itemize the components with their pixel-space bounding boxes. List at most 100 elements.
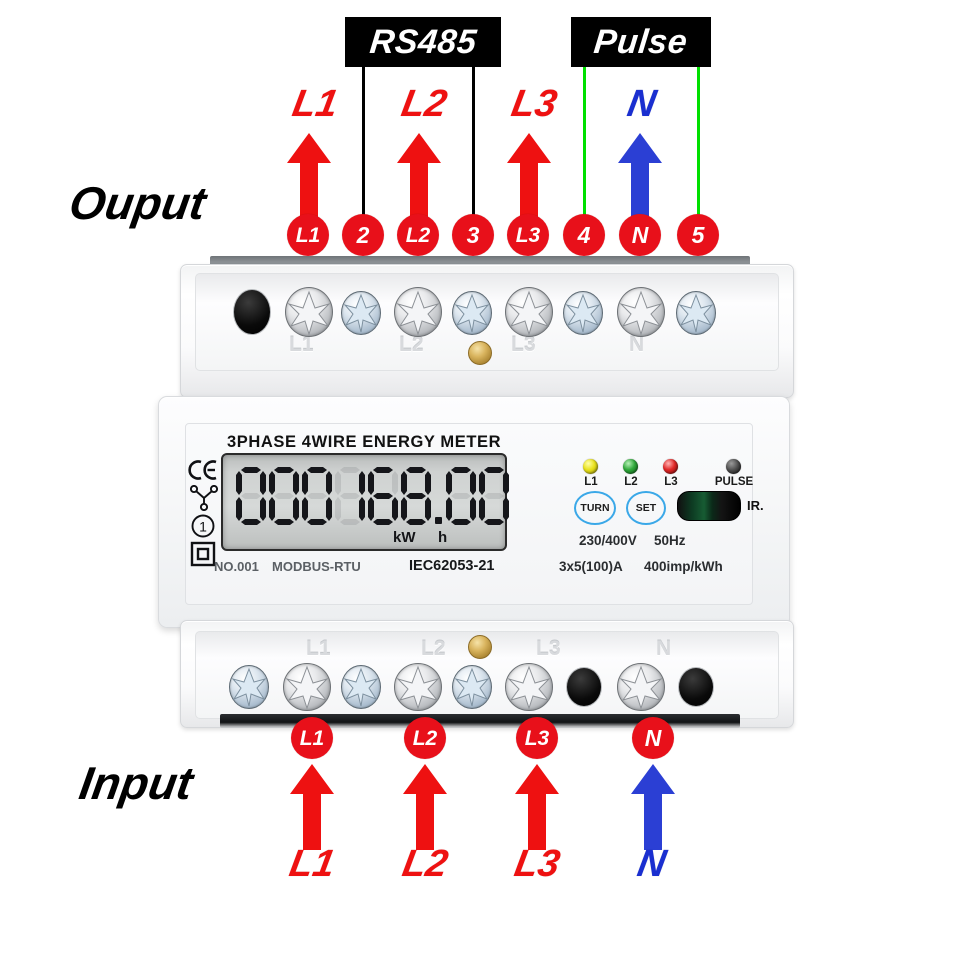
rating-pulse: 400imp/kWh <box>644 559 723 574</box>
input-arrow-l2 <box>403 764 447 850</box>
output-arrow-l2 <box>397 133 441 221</box>
screw-cross-icon <box>454 667 490 707</box>
output-badge-5-label: 5 <box>691 221 705 248</box>
output-badge-l2-label: L2 <box>405 223 431 247</box>
lcd-digit-3 <box>335 467 365 525</box>
input-arrow-l1 <box>290 764 334 850</box>
output-phase-label-l2: L2 <box>398 83 451 125</box>
input-badge-l3-label: L3 <box>524 726 550 750</box>
set-button-label: SET <box>635 502 657 514</box>
input-caption: Input <box>75 757 197 809</box>
led-l2 <box>623 459 638 474</box>
top-terminal-screw-3 <box>452 291 492 335</box>
bottom-terminal-screw-c <box>452 665 492 709</box>
screw-cross-icon <box>454 293 490 333</box>
output-badge-n: N <box>619 214 661 256</box>
input-phase-label-l1: L1 <box>286 843 339 885</box>
output-badge-5: 5 <box>677 214 719 256</box>
output-phase-label-l1: L1 <box>289 83 342 125</box>
output-caption: Ouput <box>65 177 210 229</box>
din-rail-strip-bottom <box>220 714 740 728</box>
led-l2-label: L2 <box>624 476 638 488</box>
class-ii-insulation-icon <box>190 541 216 567</box>
lcd-digit-2 <box>302 467 332 525</box>
top-terminal-screw-l1 <box>285 287 333 337</box>
bottom-terminal-screw-l3 <box>505 663 553 711</box>
guide-line-pulse-left <box>583 67 586 220</box>
output-badge-l1: L1 <box>287 214 329 256</box>
meter-standard: IEC62053-21 <box>409 558 495 574</box>
top-sealing-screw <box>468 341 492 365</box>
output-badge-l3: L3 <box>507 214 549 256</box>
lcd-digit-0 <box>236 467 266 525</box>
rating-frequency: 50Hz <box>654 533 686 548</box>
top-terminal-mark-l1: L1 <box>289 333 314 356</box>
bottom-terminal-mark-l3: L3 <box>536 637 561 660</box>
screw-cross-icon <box>619 665 663 710</box>
meter-main-body: 3PHASE 4WIRE ENERGY METER 1 <box>158 396 790 628</box>
set-button[interactable]: SET <box>626 491 666 525</box>
lcd-display: 000168.00 kW h <box>221 453 509 551</box>
rating-voltage: 230/400V <box>579 533 637 548</box>
top-terminal-mark-l3: L3 <box>511 333 536 356</box>
rating-current: 3x5(100)A <box>559 559 623 574</box>
ir-window <box>677 491 741 521</box>
top-terminal-screw-4 <box>563 291 603 335</box>
input-badge-l1: L1 <box>291 717 333 759</box>
meter-title: 3PHASE 4WIRE ENERGY METER <box>227 433 502 451</box>
output-badge-l2: L2 <box>397 214 439 256</box>
bottom-terminal-screw-n <box>617 663 665 711</box>
output-badge-4-label: 4 <box>577 221 591 248</box>
lcd-digit-4 <box>368 467 398 525</box>
output-badge-3: 3 <box>452 214 494 256</box>
led-l3-label: L3 <box>664 476 678 488</box>
svg-text:1: 1 <box>199 519 207 535</box>
turn-button[interactable]: TURN <box>574 491 616 525</box>
top-terminal-screw-n <box>617 287 665 337</box>
bottom-sealing-screw <box>468 635 492 659</box>
top-terminal-screw-l2 <box>394 287 442 337</box>
lcd-unit-kw: kW <box>393 529 416 546</box>
output-badge-l1-label: L1 <box>295 223 321 247</box>
lcd-digit-5 <box>401 467 431 525</box>
screw-cross-icon <box>507 665 551 710</box>
top-terminal-block: L1 L2 L3 N <box>180 264 794 398</box>
guide-line-rs485-right <box>472 67 475 220</box>
input-badge-n-label: N <box>644 724 662 751</box>
screw-cross-icon <box>396 665 440 710</box>
output-badge-4: 4 <box>563 214 605 256</box>
plate-pulse: Pulse <box>571 17 711 67</box>
input-badge-l2: L2 <box>404 717 446 759</box>
bottom-terminal-screw-b <box>341 665 381 709</box>
top-terminal-hole-0 <box>233 289 271 335</box>
guide-line-pulse-right <box>697 67 700 220</box>
screw-cross-icon <box>287 290 331 336</box>
led-l1-label: L1 <box>584 476 598 488</box>
screw-cross-icon <box>231 667 267 707</box>
bottom-terminal-hole-e <box>678 667 714 707</box>
lcd-digit-7 <box>479 467 509 525</box>
bottom-terminal-screw-a <box>229 665 269 709</box>
lcd-digit-1 <box>269 467 299 525</box>
output-arrow-n <box>618 133 662 221</box>
top-terminal-mark-l2: L2 <box>399 333 424 356</box>
guide-line-rs485-left <box>362 67 365 220</box>
output-badge-2: 2 <box>342 214 384 256</box>
meter-serial: NO.001 <box>214 559 259 574</box>
output-badge-n-label: N <box>631 221 649 248</box>
screw-cross-icon <box>565 293 601 333</box>
output-phase-label-l3: L3 <box>508 83 561 125</box>
input-badge-l3: L3 <box>516 717 558 759</box>
input-badge-l1-label: L1 <box>299 726 325 750</box>
lcd-unit-h: h <box>438 529 448 546</box>
lcd-value-text: 000168.00 <box>223 455 224 456</box>
accuracy-class-icon: 1 <box>191 514 215 538</box>
output-badge-2-label: 2 <box>356 221 370 248</box>
led-l3 <box>663 459 678 474</box>
input-badge-n: N <box>632 717 674 759</box>
output-phase-label-n: N <box>624 83 660 125</box>
input-phase-label-l2: L2 <box>399 843 452 885</box>
meter-protocol: MODBUS-RTU <box>272 559 361 574</box>
ir-label: IR. <box>747 498 764 513</box>
led-pulse <box>726 459 741 474</box>
